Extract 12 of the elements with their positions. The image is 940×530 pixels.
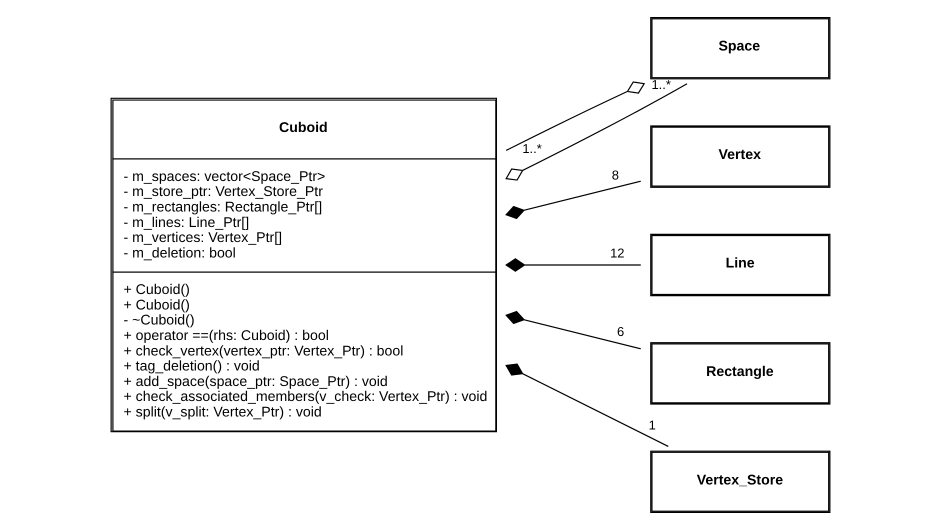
connector <box>504 83 687 181</box>
edge-label: 1..* <box>522 140 542 156</box>
connector <box>504 310 640 350</box>
edge-label: 1 <box>648 417 656 432</box>
edge-label: 6 <box>616 324 624 339</box>
edge-label: 12 <box>610 245 624 260</box>
edge-label: 8 <box>611 168 618 183</box>
edge-label: 1..* <box>650 77 670 92</box>
connector <box>505 81 645 151</box>
connector <box>504 363 668 447</box>
connector <box>504 258 640 272</box>
connector <box>504 180 640 220</box>
